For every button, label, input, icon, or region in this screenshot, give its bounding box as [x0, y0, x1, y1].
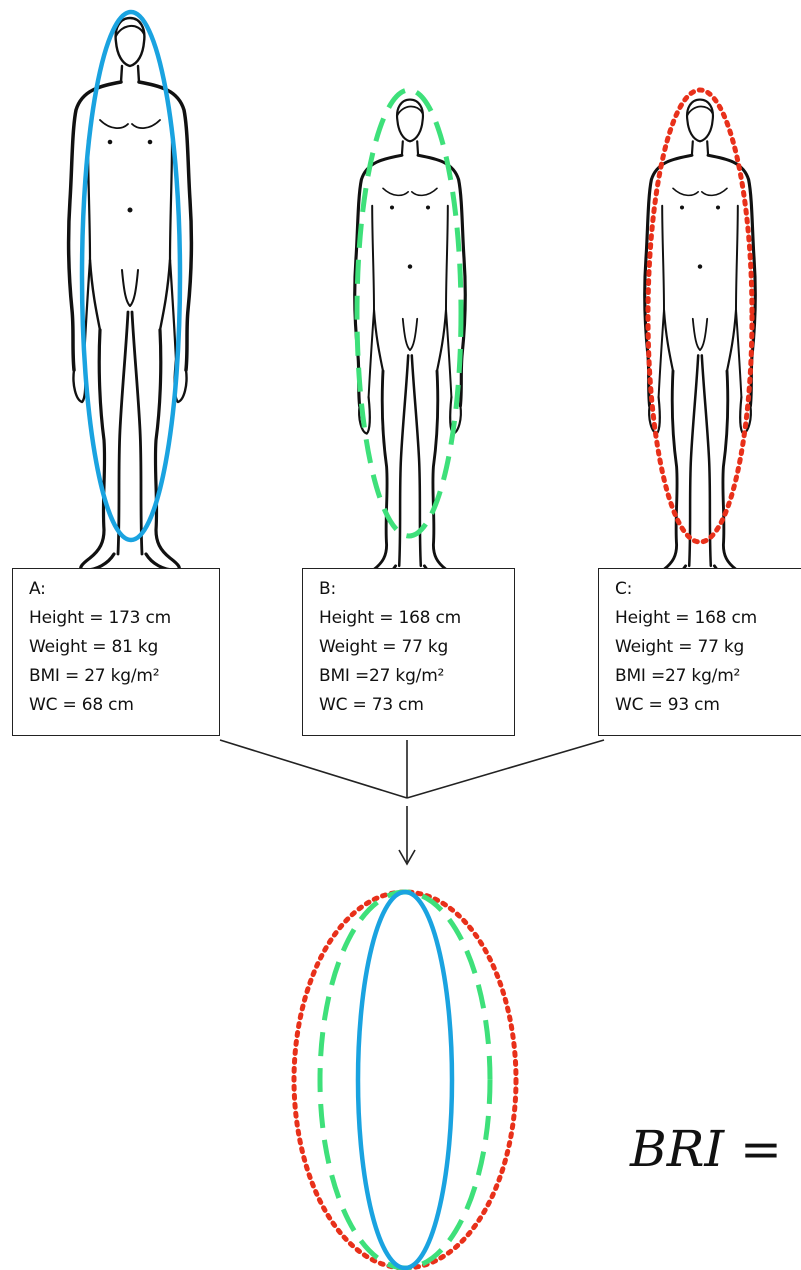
figure-a — [69, 12, 192, 570]
info-box-c: C: Height = 168 cm Weight = 77 kg BMI =2… — [598, 568, 801, 736]
wc-value: WC = 68 cm — [29, 691, 219, 720]
box-label: C: — [615, 575, 801, 604]
bmi-value: BMI =27 kg/m² — [319, 662, 514, 691]
outline-a-solid-ellipse — [82, 12, 180, 540]
height-value: Height = 168 cm — [319, 604, 514, 633]
wc-value: WC = 73 cm — [319, 691, 514, 720]
combined-solid-ellipse — [358, 892, 452, 1268]
wc-value: WC = 93 cm — [615, 691, 801, 720]
connector-lines — [220, 740, 604, 862]
box-label: B: — [319, 575, 514, 604]
height-value: Height = 173 cm — [29, 604, 219, 633]
human-body-icon — [69, 18, 192, 570]
weight-value: Weight = 77 kg — [615, 633, 801, 662]
info-box-b: B: Height = 168 cm Weight = 77 kg BMI =2… — [302, 568, 515, 736]
bmi-value: BMI = 27 kg/m² — [29, 662, 219, 691]
bmi-value: BMI =27 kg/m² — [615, 662, 801, 691]
combined-ellipses — [294, 892, 516, 1268]
weight-value: Weight = 81 kg — [29, 633, 219, 662]
weight-value: Weight = 77 kg — [319, 633, 514, 662]
height-value: Height = 168 cm — [615, 604, 801, 633]
info-box-a: A: Height = 173 cm Weight = 81 kg BMI = … — [12, 568, 220, 736]
combined-dotted-ellipse — [294, 892, 516, 1268]
bri-formula: BRI = — [630, 1120, 782, 1178]
figure-c — [645, 90, 755, 580]
box-label: A: — [29, 575, 219, 604]
figure-b — [355, 90, 465, 580]
combined-dashed-ellipse — [320, 892, 490, 1268]
